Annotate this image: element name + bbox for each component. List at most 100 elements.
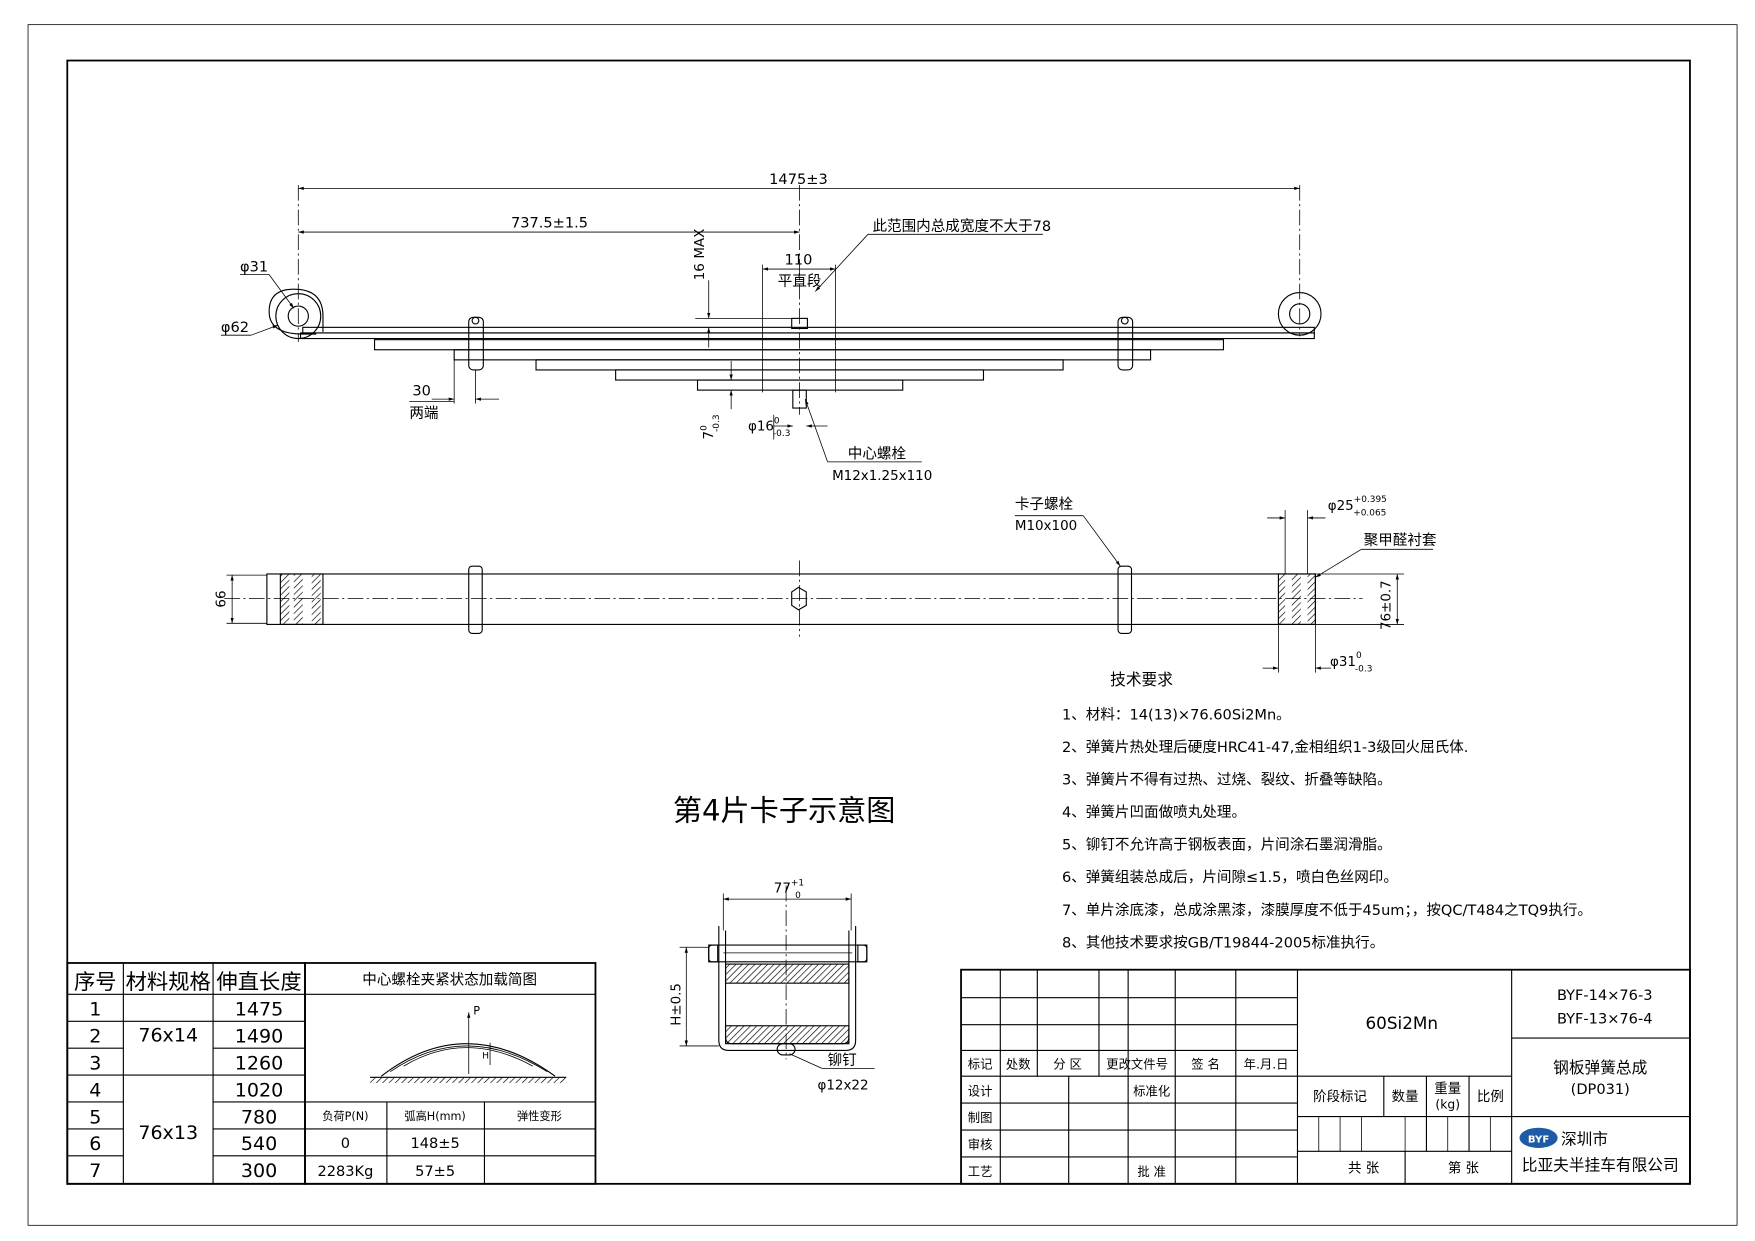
plan-view: 66 卡子螺栓 M10x100 φ25+0.395+0.065 聚甲醛衬套 76… <box>214 495 1436 674</box>
tech-item-3: 3、弹簧片不得有过热、过烧、裂纹、折叠等缺陷。 <box>1062 771 1392 789</box>
clip-view-title: 第4片卡子示意图 <box>673 794 896 828</box>
load-header-p: 负荷P(N) <box>322 1109 368 1123</box>
sign-header-zone: 分 区 <box>1053 1057 1082 1071</box>
tech-item-2: 2、弹簧片热处理后硬度HRC41-47,金相组织1-3级回火屈氏体. <box>1062 739 1468 756</box>
leaf-no-2: 2 <box>89 1026 101 1048</box>
tech-item-4: 4、弹簧片凹面做喷丸处理。 <box>1062 804 1246 821</box>
leaf-spec-a: 76x14 <box>138 1024 198 1046</box>
left-eye-inner <box>287 305 309 327</box>
tech-requirements: 技术要求 1、材料：14(13)×76.60Si2Mn。 2、弹簧片热处理后硬度… <box>1062 670 1592 951</box>
leaf-length-5: 780 <box>241 1106 277 1128</box>
clip-bolt-label: 卡子螺栓 <box>1015 496 1074 513</box>
overall-length-dim: 1475±3 <box>769 171 828 188</box>
leaf-length-7: 300 <box>241 1160 277 1182</box>
standardize-label: 标准化 <box>1133 1084 1170 1098</box>
leaf-no-3: 3 <box>89 1052 101 1074</box>
company-city: 深圳市 <box>1561 1130 1608 1149</box>
clip-spacing-dim: 30 <box>412 383 431 400</box>
rivet-label: 铆钉 <box>828 1052 857 1069</box>
leaf-no-7: 7 <box>89 1160 101 1182</box>
leaf-header-length: 伸直长度 <box>216 970 301 995</box>
eye-inner-dim: φ31 <box>240 258 268 275</box>
sign-header-doc: 更改文件号 <box>1106 1056 1168 1071</box>
left-clip-bolt <box>471 316 480 325</box>
leaf-no-5: 5 <box>89 1106 101 1128</box>
camber-dim: 16MAX <box>693 229 708 281</box>
plan-right-clip <box>1117 565 1133 634</box>
left-clip <box>468 316 484 371</box>
role-draft: 制图 <box>968 1111 993 1125</box>
tech-item-5: 5、铆钉不允许高于钢板表面，片间涂石墨润滑脂。 <box>1062 836 1392 854</box>
thickness-dim: 70-0.3 <box>699 414 721 439</box>
plan-center-nut <box>791 586 807 611</box>
material-label: 60Si2Mn <box>1365 1013 1438 1033</box>
company-name: 比亚夫半挂车有限公司 <box>1522 1155 1679 1174</box>
approve-label: 批 准 <box>1137 1164 1166 1179</box>
right-clip-bolt <box>1120 316 1129 325</box>
sign-header-sign: 签 名 <box>1191 1056 1220 1071</box>
bushing-label: 聚甲醛衬套 <box>1364 532 1437 549</box>
weight-unit: (kg) <box>1435 1098 1460 1112</box>
load-row1-p: 0 <box>341 1135 350 1152</box>
clip-u-outer <box>718 925 857 1051</box>
flat-segment-label: 平直段 <box>778 273 822 290</box>
leaf-1 <box>302 326 1315 334</box>
leaf-table: 序号 材料规格 伸直长度 1 2 3 4 5 6 7 76x14 76x13 1… <box>66 962 306 1185</box>
leaf-7 <box>696 379 904 391</box>
plan-width-66: 66 <box>214 591 229 608</box>
leaf-3 <box>373 339 1225 351</box>
leaf-length-4: 1020 <box>235 1079 283 1101</box>
stage-mark-label: 阶段标记 <box>1313 1089 1367 1105</box>
quantity-label: 数量 <box>1392 1089 1419 1105</box>
rivet-spec: φ12x22 <box>818 1079 869 1094</box>
leaf-no-4: 4 <box>89 1079 101 1101</box>
title-block: 标记 处数 分 区 更改文件号 签 名 年.月.日 设计 制图 审核 工艺 标准… <box>960 968 1691 1185</box>
sheet-no-label: 第 张 <box>1448 1160 1480 1177</box>
outer-frame <box>27 24 1738 1226</box>
part-name: 钢板弹簧总成 <box>1553 1058 1647 1077</box>
center-bolt-label: 中心螺栓 <box>848 446 907 463</box>
load-header-h: 弧高H(mm) <box>404 1109 465 1123</box>
total-sheets-label: 共 张 <box>1348 1161 1380 1177</box>
bushing-od-dim: φ25+0.395+0.065 <box>1328 495 1387 518</box>
eye-outer-dim: φ62 <box>221 319 249 336</box>
company-logo <box>1519 1127 1558 1148</box>
sign-header-mark: 标记 <box>968 1057 993 1071</box>
leaf-spec-b: 76x13 <box>138 1122 198 1144</box>
logo-text: BYF <box>1528 1134 1549 1145</box>
load-row1-h: 148±5 <box>410 1135 459 1152</box>
tech-item-7: 7、单片涂底漆，总成涂黑漆，漆膜厚度不低于45um；，按QC/T484之TQ9执… <box>1062 902 1592 919</box>
inner-frame <box>66 59 1691 1185</box>
leaf-header-no: 序号 <box>74 970 117 995</box>
load-diagram: 中心螺栓夹紧状态加载简图 P H 负荷P(N) 弧高H(mm) 弹性变形 0 1… <box>304 962 597 1185</box>
load-h-label: H <box>482 1051 489 1061</box>
side-view: 1475±3 737.5±1.5 此范围内总成宽度不大于78 110 平直段 1… <box>221 171 1322 484</box>
tech-item-8: 8、其他技术要求按GB/T19844-2005标准执行。 <box>1062 934 1384 951</box>
leaf-length-2: 1490 <box>235 1026 283 1048</box>
role-review: 审核 <box>968 1137 993 1152</box>
role-process: 工艺 <box>968 1165 993 1179</box>
spring-arc <box>380 1043 556 1077</box>
half-length-dim: 737.5±1.5 <box>511 215 588 232</box>
role-design: 设计 <box>968 1084 993 1098</box>
sign-header-count: 处数 <box>1006 1056 1031 1071</box>
leaf-length-6: 540 <box>241 1133 277 1155</box>
clip-spacing-note: 两端 <box>409 405 438 422</box>
scale-label: 比例 <box>1477 1089 1504 1105</box>
load-p-label: P <box>473 1005 480 1018</box>
leaf-2 <box>299 332 1315 340</box>
load-row2-h: 57±5 <box>415 1163 455 1180</box>
bore-diameter-dim: φ310-0.3 <box>1330 651 1372 674</box>
bolt-diameter-dim: φ160-0.3 <box>748 417 790 439</box>
sign-header-date: 年.月.日 <box>1244 1057 1289 1071</box>
tech-item-1: 1、材料：14(13)×76.60Si2Mn。 <box>1062 707 1291 724</box>
leaf-no-6: 6 <box>89 1133 101 1155</box>
right-clip <box>1117 316 1134 371</box>
clip-bolt-spec: M10x100 <box>1015 519 1077 534</box>
flat-length-dim: 110 <box>785 252 813 269</box>
tech-item-6: 6、弹簧组装总成后，片间隙≤1.5，喷白色丝网印。 <box>1062 869 1398 886</box>
plan-left-clip <box>468 565 483 634</box>
